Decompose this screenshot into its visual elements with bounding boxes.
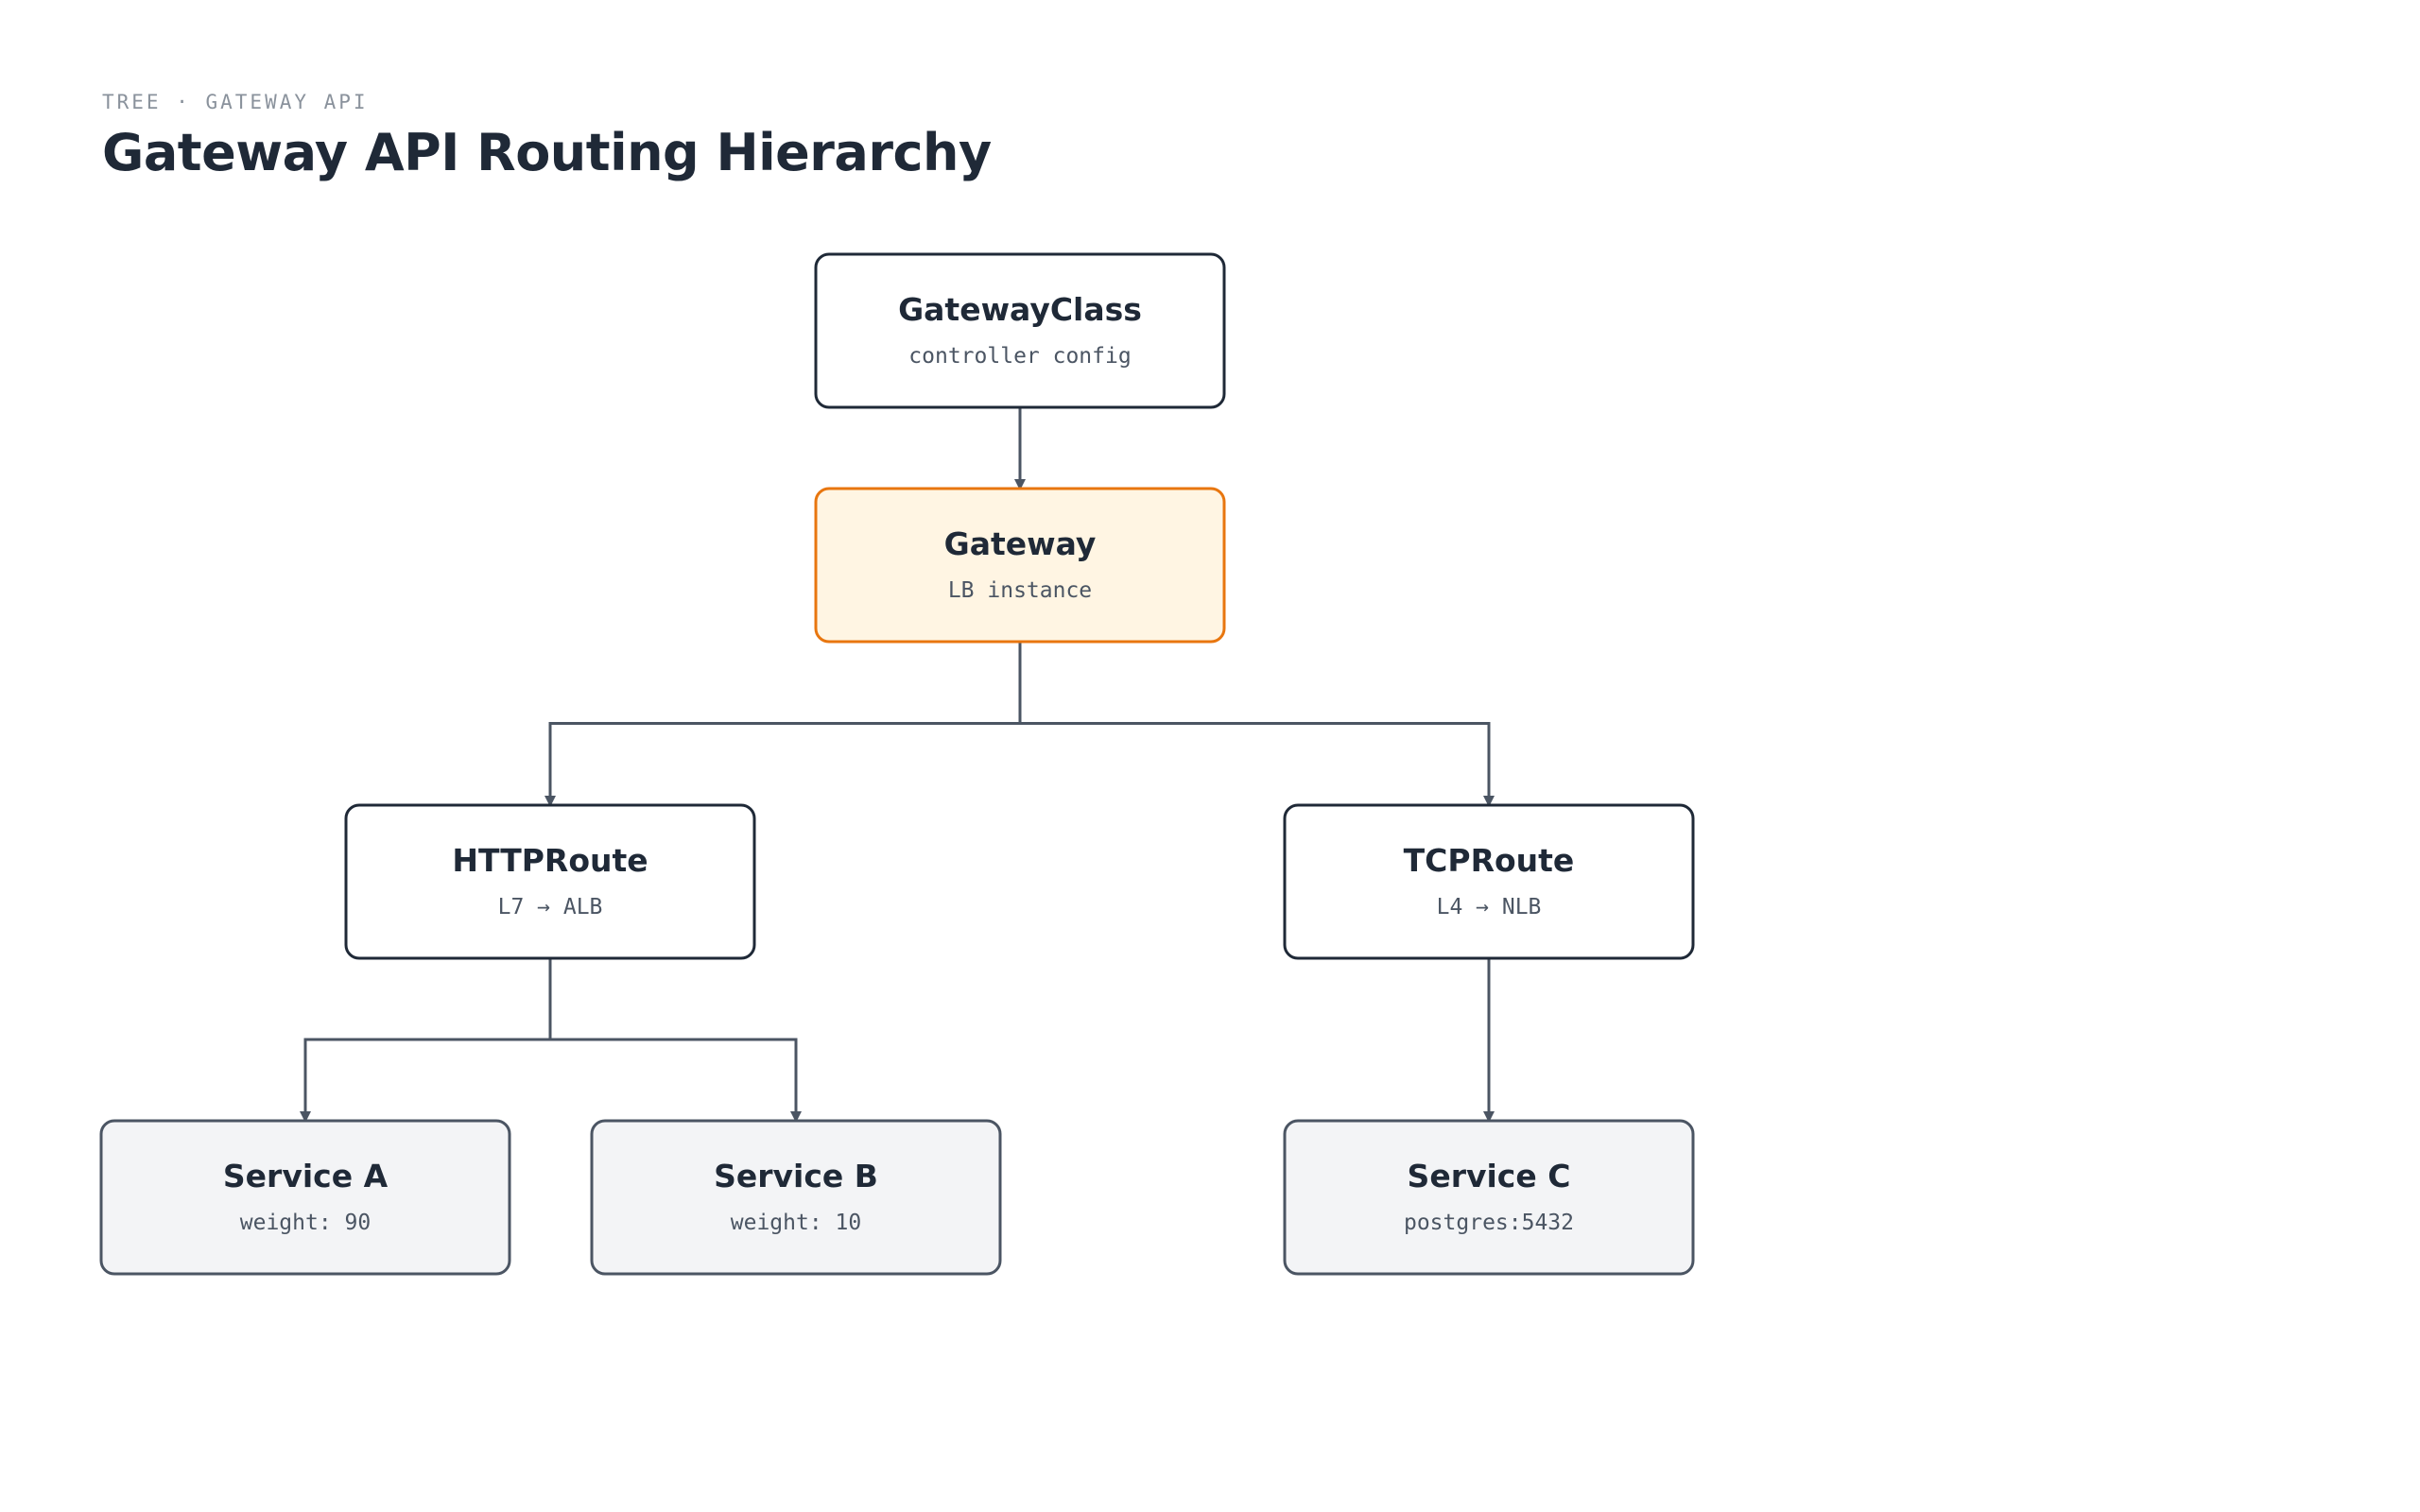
node-subtitle-service-b: weight: 10 (731, 1211, 861, 1235)
node-service-b[interactable]: Service B weight: 10 (590, 1119, 1002, 1276)
node-box-service-a (99, 1119, 511, 1276)
edges-layer (300, 407, 1495, 1123)
edge-gateway-to-httproute (544, 642, 1022, 807)
node-subtitle-httproute: L7 → ALB (498, 895, 603, 919)
edge-gateway-to-tcproute (1018, 642, 1495, 807)
node-box-gatewayclass (814, 252, 1226, 409)
node-subtitle-service-c: postgres:5432 (1404, 1211, 1574, 1235)
node-subtitle-tcproute: L4 → NLB (1437, 895, 1542, 919)
node-service-c[interactable]: Service C postgres:5432 (1283, 1119, 1695, 1276)
node-title-service-c: Service C (1408, 1158, 1571, 1194)
edge-httproute-to-service-a (300, 958, 552, 1123)
node-title-gatewayclass: GatewayClass (898, 291, 1142, 328)
node-title-tcproute: TCPRoute (1404, 842, 1575, 879)
node-subtitle-gateway: LB instance (948, 578, 1092, 603)
node-httproute[interactable]: HTTPRoute L7 → ALB (344, 803, 756, 960)
node-box-httproute (344, 803, 756, 960)
node-box-service-c (1283, 1119, 1695, 1276)
node-tcproute[interactable]: TCPRoute L4 → NLB (1283, 803, 1695, 960)
node-box-gateway (814, 487, 1226, 644)
node-subtitle-service-a: weight: 90 (240, 1211, 371, 1235)
node-title-gateway: Gateway (944, 525, 1097, 562)
node-box-service-b (590, 1119, 1002, 1276)
page-title: Gateway API Routing Hierarchy (102, 123, 992, 182)
node-title-httproute: HTTPRoute (452, 842, 648, 879)
node-gateway[interactable]: Gateway LB instance (814, 487, 1226, 644)
node-subtitle-gatewayclass: controller config (908, 344, 1131, 369)
node-gatewayclass[interactable]: GatewayClass controller config (814, 252, 1226, 409)
edge-httproute-to-service-b (548, 958, 802, 1123)
node-box-tcproute (1283, 803, 1695, 960)
node-title-service-b: Service B (714, 1158, 878, 1194)
node-title-service-a: Service A (223, 1158, 389, 1194)
node-service-a[interactable]: Service A weight: 90 (99, 1119, 511, 1276)
diagram-eyebrow: TREE · GATEWAY API (102, 91, 369, 113)
